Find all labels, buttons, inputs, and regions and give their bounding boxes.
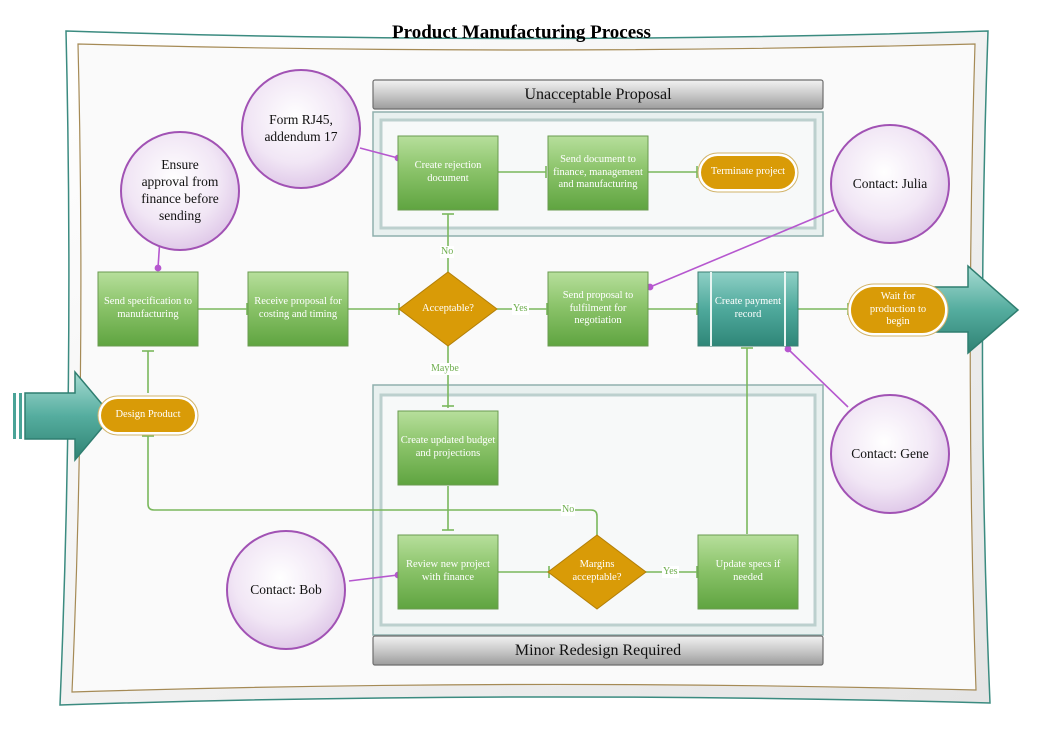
box-send-spec xyxy=(97,271,199,347)
note-circle-bob xyxy=(226,530,346,650)
box-send-document xyxy=(547,135,649,211)
note-gene: Contact: Gene xyxy=(851,445,929,461)
diagram-title: Product Manufacturing Process xyxy=(392,22,651,43)
label-margins: Margins acceptable? xyxy=(572,559,622,583)
label-send-fulfilment: Send proposal to fulfilment for negotiat… xyxy=(562,290,634,327)
note-form: Form RJ45, addendum 17 xyxy=(264,112,338,144)
box-create-rejection xyxy=(397,135,499,211)
box-create-payment xyxy=(697,271,799,347)
edge-label-no-loop: No xyxy=(561,504,576,516)
note-circle-ensure xyxy=(120,131,240,251)
label-wait-production: Wait for production to begin xyxy=(869,291,927,328)
band-label-minor-redesign: Minor Redesign Required xyxy=(514,641,682,659)
label-review-project: Review new project with finance xyxy=(406,559,490,583)
terminal-terminate xyxy=(701,156,795,189)
edge-label-yes-margins: Yes xyxy=(662,566,679,578)
label-send-document: Send document to finance, management and… xyxy=(553,154,643,191)
edge-margins-no xyxy=(147,436,598,536)
note-ensure: Ensure approval from finance before send… xyxy=(141,157,219,223)
box-create-budget xyxy=(397,410,499,486)
band-label-unacceptable: Unacceptable Proposal xyxy=(524,85,672,103)
terminal-design-product xyxy=(101,399,195,432)
label-create-payment: Create payment record xyxy=(714,296,782,320)
box-send-fulfilment xyxy=(547,271,649,347)
label-terminate: Terminate project xyxy=(710,166,786,178)
box-update-specs xyxy=(697,534,799,610)
note-circle-gene xyxy=(830,394,950,514)
label-receive-proposal: Receive proposal for costing and timing xyxy=(254,296,342,320)
label-design-product: Design Product xyxy=(115,409,181,421)
edge-label-no-top: No xyxy=(440,246,455,258)
terminal-wait-production xyxy=(851,287,945,333)
band-top xyxy=(372,79,824,110)
label-acceptable: Acceptable? xyxy=(422,302,474,314)
label-send-spec: Send specification to manufacturing xyxy=(103,296,193,320)
label-create-budget: Create updated budget and projections xyxy=(400,435,496,459)
note-bob: Contact: Bob xyxy=(250,581,322,597)
box-receive-proposal xyxy=(247,271,349,347)
box-review-project xyxy=(397,534,499,610)
label-update-specs: Update specs if needed xyxy=(715,559,781,583)
edge-label-yes-right: Yes xyxy=(512,303,529,315)
note-circle-form xyxy=(241,69,361,189)
entry-arrow xyxy=(13,369,113,463)
note-circle-julia xyxy=(830,124,950,244)
connectors xyxy=(142,166,849,578)
band-bottom xyxy=(372,635,824,666)
decision-margins xyxy=(547,534,647,610)
decision-acceptable xyxy=(398,271,498,347)
note-julia: Contact: Julia xyxy=(852,175,928,191)
label-create-rejection: Create rejection document xyxy=(414,160,482,184)
edge-label-maybe: Maybe xyxy=(430,363,460,375)
